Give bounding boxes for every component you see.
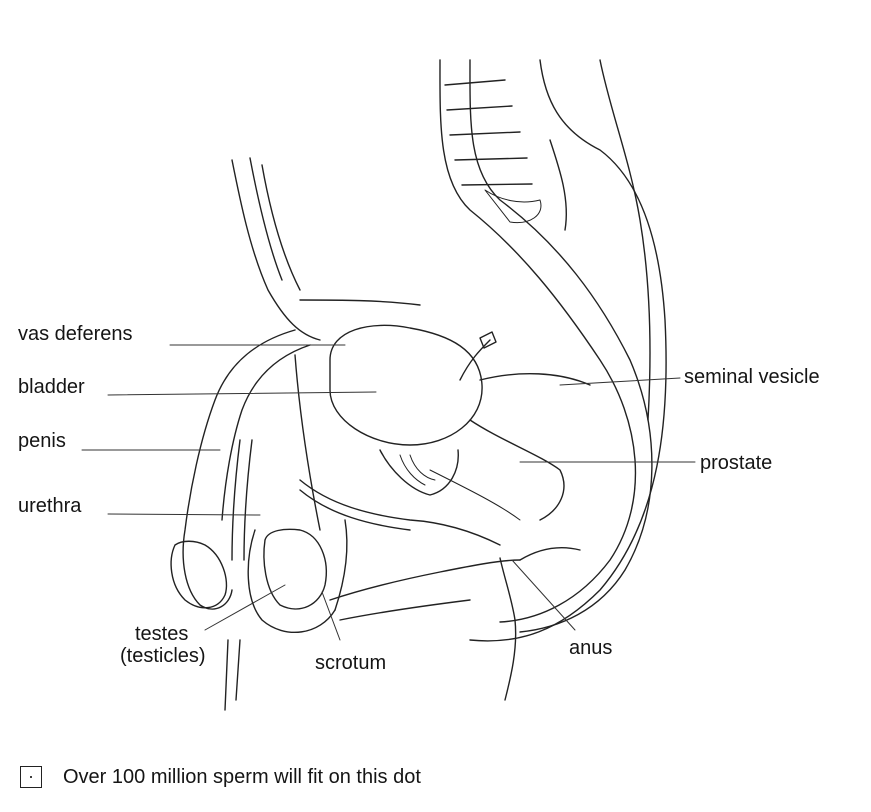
footnote-text: Over 100 million sperm will fit on this … — [63, 766, 421, 788]
label-testes: testes (testicles) — [120, 623, 206, 667]
label-testes-line1: testes — [120, 623, 206, 645]
anus-drawing — [330, 548, 580, 700]
prostate-region — [380, 374, 590, 520]
label-testes-line2: (testicles) — [120, 645, 206, 667]
leg-outline — [225, 640, 240, 710]
sperm-dot-box — [20, 766, 42, 788]
label-vas-deferens: vas deferens — [18, 323, 133, 345]
label-penis: penis — [18, 430, 66, 452]
bladder-drawing — [330, 325, 496, 445]
label-bladder: bladder — [18, 376, 85, 398]
label-urethra: urethra — [18, 495, 81, 517]
leader-bladder — [108, 392, 376, 395]
label-seminal-vesicle: seminal vesicle — [684, 366, 820, 388]
sperm-dot — [30, 776, 32, 778]
leader-testes — [205, 585, 285, 630]
testis-drawing — [248, 355, 347, 632]
abdomen-outline — [232, 158, 420, 340]
label-anus: anus — [569, 637, 612, 659]
leader-seminal-vesicle — [560, 378, 680, 385]
leader-urethra — [108, 514, 260, 515]
spine-drawing — [440, 60, 666, 641]
penis-drawing — [171, 330, 310, 609]
label-scrotum: scrotum — [315, 652, 386, 674]
label-prostate: prostate — [700, 452, 772, 474]
